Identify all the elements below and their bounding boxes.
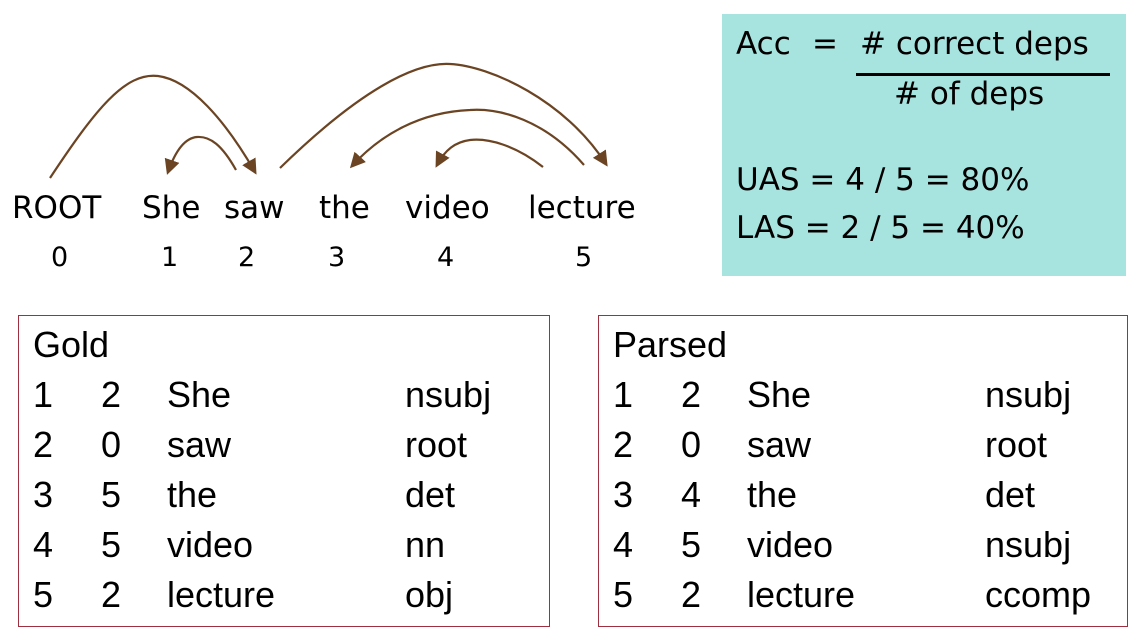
parsed-row-2-word: saw <box>747 424 812 465</box>
parsed-row-5-head-index: 2 <box>681 574 702 615</box>
gold-row-1-word: She <box>167 374 232 415</box>
acc-numerator: # correct deps <box>860 26 1089 62</box>
parsed-row-2-dep-index: 2 <box>613 424 634 465</box>
parsed-row-4-word: video <box>747 524 834 565</box>
arc-lecture-the <box>349 108 585 169</box>
parsed-row-1-dep-index: 1 <box>613 374 634 415</box>
parsed-title: Parsed <box>613 324 728 365</box>
gold-row-5-label: obj <box>405 574 454 615</box>
parsed-row-5-label: ccomp <box>985 574 1092 615</box>
token-root: ROOT <box>12 190 102 226</box>
gold-row-1-dep-index: 1 <box>33 374 54 415</box>
gold-row-4-word: video <box>167 524 254 565</box>
token-saw: saw <box>224 190 285 226</box>
gold-row-3-head-index: 5 <box>101 474 122 515</box>
token-index-5: 5 <box>575 242 593 273</box>
parsed-row-5-word: lecture <box>747 574 856 615</box>
parsed-row-4-dep-index: 4 <box>613 524 634 565</box>
dependency-arcs <box>49 62 608 179</box>
metrics-box: Acc = # correct deps # of deps UAS = 4 /… <box>722 14 1126 276</box>
parsed-row-4-label: nsubj <box>985 524 1072 565</box>
gold-row-2-label: root <box>405 424 468 465</box>
gold-row-1-head-index: 2 <box>101 374 122 415</box>
gold-row-3-label: det <box>405 474 456 515</box>
gold-row-5-head-index: 2 <box>101 574 122 615</box>
acc-equals: = <box>812 26 838 62</box>
token-index-3: 3 <box>328 242 346 273</box>
token-index-4: 4 <box>437 242 455 273</box>
arc-lecture-video <box>435 138 544 168</box>
gold-row-4-head-index: 5 <box>101 524 122 565</box>
token-index-0: 0 <box>51 242 69 273</box>
token-lecture: lecture <box>528 190 636 226</box>
parsed-row-1-head-index: 2 <box>681 374 702 415</box>
gold-row-1-label: nsubj <box>405 374 492 415</box>
gold-row-4-label: nn <box>405 524 446 565</box>
fraction-bar <box>856 73 1110 76</box>
parsed-row-2-label: root <box>985 424 1048 465</box>
parsed-row-3-label: det <box>985 474 1036 515</box>
token-the: the <box>319 190 370 226</box>
parsed-row-4-head-index: 5 <box>681 524 702 565</box>
token-index-2: 2 <box>238 242 256 273</box>
gold-row-2-dep-index: 2 <box>33 424 54 465</box>
token-index-1: 1 <box>161 242 179 273</box>
gold-table: Gold 1 2 She nsubj 2 0 saw root 3 5 the det 4 5 video n… <box>18 315 550 627</box>
uas-line: UAS = 4 / 5 = 80% <box>736 162 1030 198</box>
acc-label: Acc <box>736 26 791 62</box>
gold-row-3-dep-index: 3 <box>33 474 54 515</box>
parsed-row-2-head-index: 0 <box>681 424 702 465</box>
parsed-row-3-dep-index: 3 <box>613 474 634 515</box>
parsed-row-1-label: nsubj <box>985 374 1072 415</box>
parsed-row-5-dep-index: 5 <box>613 574 634 615</box>
gold-row-2-word: saw <box>167 424 232 465</box>
parsed-table: Parsed 1 2 She nsubj 2 0 saw root 3 4 the det 4 5 vide… <box>598 315 1128 627</box>
gold-row-5-dep-index: 5 <box>33 574 54 615</box>
token-video: video <box>405 190 490 226</box>
gold-row-5-word: lecture <box>167 574 276 615</box>
arc-saw-lecture <box>279 62 608 169</box>
arc-root-saw <box>49 74 257 179</box>
acc-denominator: # of deps <box>894 76 1045 112</box>
las-line: LAS = 2 / 5 = 40% <box>736 210 1025 246</box>
gold-row-3-word: the <box>167 474 218 515</box>
gold-row-2-head-index: 0 <box>101 424 122 465</box>
parsed-row-3-head-index: 4 <box>681 474 702 515</box>
token-she: She <box>142 190 201 226</box>
parsed-row-1-word: She <box>747 374 812 415</box>
gold-title: Gold <box>33 324 110 365</box>
gold-row-4-dep-index: 4 <box>33 524 54 565</box>
parsed-row-3-word: the <box>747 474 798 515</box>
arc-saw-she <box>164 135 237 175</box>
